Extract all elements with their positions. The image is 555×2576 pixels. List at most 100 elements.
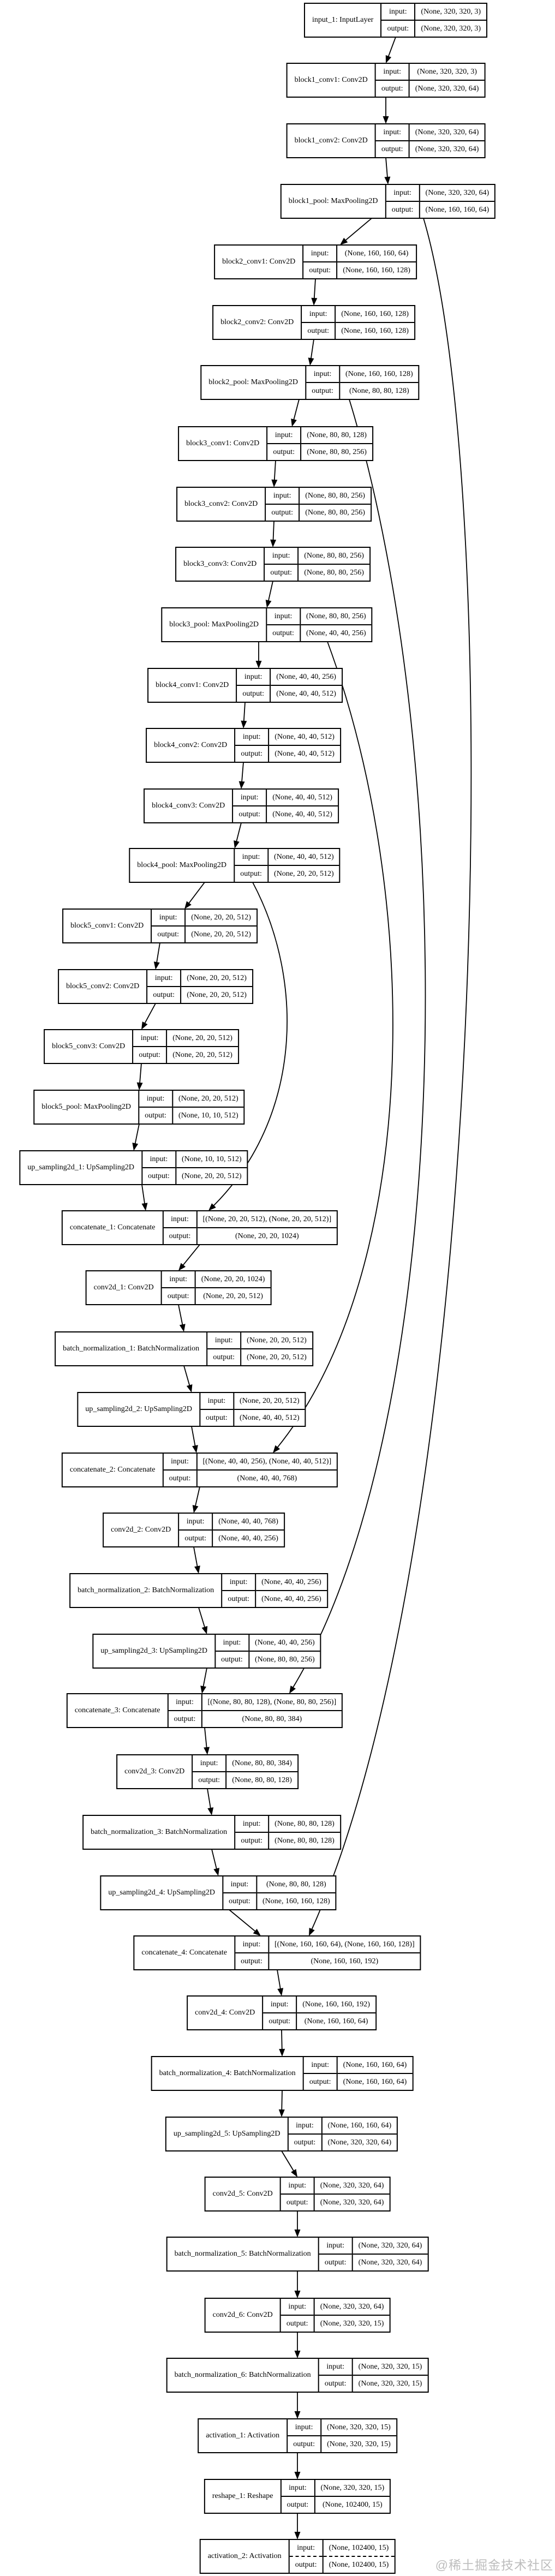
input-label: input: bbox=[176, 1698, 194, 1706]
input-shape: [(None, 20, 20, 512), (None, 20, 20, 512… bbox=[202, 1215, 332, 1223]
layer-node-batch_normalization_4: batch_normalization_4: BatchNormalizatio… bbox=[151, 2056, 414, 2091]
input-shape: (None, 40, 40, 512) bbox=[274, 852, 334, 861]
edge-block5_conv2-to-block5_conv3 bbox=[144, 1003, 156, 1024]
input-label: input: bbox=[326, 2241, 344, 2250]
output-shape: (None, 80, 80, 128) bbox=[340, 382, 419, 399]
io-label-column: input: output: bbox=[303, 246, 338, 278]
io-label-column: input: output: bbox=[163, 1211, 198, 1244]
io-label-column: input: output: bbox=[139, 1091, 174, 1123]
arrowhead-icon bbox=[273, 1445, 281, 1453]
shape-column: (None, 320, 320, 64) (None, 320, 320, 64… bbox=[353, 2238, 428, 2270]
layer-node-conv2d_5: conv2d_5: Conv2D input: output: (None, 3… bbox=[204, 2177, 391, 2212]
output-label: output: bbox=[193, 1771, 226, 1788]
input-shape: (None, 320, 320, 64) bbox=[415, 128, 479, 136]
output-shape: (None, 320, 320, 64) bbox=[409, 80, 485, 97]
shape-column: (None, 80, 80, 256) (None, 80, 80, 256) bbox=[299, 548, 369, 581]
input-shape: (None, 160, 160, 128) bbox=[341, 309, 409, 318]
shape-column: (None, 102400, 15) (None, 102400, 15) bbox=[323, 2540, 395, 2573]
io-label-column: input: output: bbox=[267, 608, 301, 641]
io-label-column: input: output: bbox=[281, 2299, 315, 2332]
input-shape: [(None, 80, 80, 128), (None, 80, 80, 256… bbox=[207, 1698, 337, 1706]
layer-name-label: block3_pool: MaxPooling2D bbox=[162, 608, 267, 641]
io-label-column: input: output: bbox=[288, 2118, 323, 2150]
arrowhead-icon bbox=[234, 840, 240, 848]
input-label: input: bbox=[150, 1155, 168, 1163]
edge-block4_conv3-to-block4_pool bbox=[236, 822, 242, 842]
edge-up_sampling2d_5-to-conv2d_5 bbox=[281, 2150, 295, 2172]
input-shape: (None, 320, 320, 3) bbox=[417, 67, 477, 76]
input-label: input: bbox=[242, 852, 260, 861]
io-label-column: input: output: bbox=[263, 1997, 297, 2029]
input-label: input: bbox=[295, 2423, 313, 2431]
input-shape: (None, 320, 320, 15) bbox=[320, 2483, 385, 2492]
output-label: output: bbox=[207, 1348, 241, 1365]
input-label: input: bbox=[223, 1638, 241, 1647]
arrowhead-icon bbox=[213, 1868, 220, 1876]
layer-node-block4_conv1: block4_conv1: Conv2D input: output: (Non… bbox=[147, 668, 343, 703]
io-label-column: input: output: bbox=[381, 4, 416, 37]
output-shape: (None, 320, 320, 64) bbox=[314, 2194, 390, 2210]
edge-block3_conv1-to-block3_conv2 bbox=[273, 460, 276, 481]
arrowhead-icon bbox=[311, 297, 318, 306]
layer-name-label: block1_conv2: Conv2D bbox=[288, 124, 376, 157]
shape-column: (None, 20, 20, 512) (None, 20, 20, 512) bbox=[241, 1332, 312, 1365]
shape-column: (None, 80, 80, 384) (None, 80, 80, 128) bbox=[226, 1755, 297, 1788]
output-label: output: bbox=[222, 1590, 255, 1607]
output-shape: (None, 160, 160, 64) bbox=[420, 201, 495, 218]
arrowhead-icon bbox=[291, 2169, 297, 2177]
input-shape: (None, 20, 20, 512) bbox=[191, 913, 251, 922]
layer-name-label: conv2d_6: Conv2D bbox=[206, 2299, 281, 2332]
edge-block4_pool-to-block5_conv1 bbox=[188, 882, 205, 904]
output-shape: (None, 160, 160, 64) bbox=[297, 2012, 375, 2029]
layer-name-label: block3_conv3: Conv2D bbox=[176, 548, 265, 581]
edge-block2_conv1-to-block2_conv2 bbox=[313, 278, 316, 300]
input-shape: (None, 160, 160, 64) bbox=[343, 2060, 407, 2069]
output-shape: (None, 40, 40, 512) bbox=[234, 1409, 305, 1426]
output-label: output: bbox=[386, 201, 419, 218]
output-shape: (None, 20, 20, 512) bbox=[195, 1287, 271, 1304]
input-label: input: bbox=[200, 1759, 218, 1767]
arrowhead-icon bbox=[141, 1021, 148, 1030]
input-label: input: bbox=[240, 793, 259, 802]
layer-node-block1_conv1: block1_conv1: Conv2D input: output: (Non… bbox=[286, 63, 486, 98]
output-shape: (None, 80, 80, 256) bbox=[301, 443, 372, 460]
arrowhead-icon bbox=[255, 661, 262, 668]
shape-column: (None, 40, 40, 512) (None, 40, 40, 512) bbox=[267, 790, 338, 822]
shape-column: (None, 80, 80, 128) (None, 160, 160, 128… bbox=[256, 1876, 336, 1909]
input-shape: (None, 80, 80, 384) bbox=[232, 1759, 292, 1767]
arrowhead-icon bbox=[179, 1324, 186, 1332]
edge-block2_pool-to-concatenate_3-skip bbox=[292, 399, 426, 1689]
input-shape: (None, 320, 320, 64) bbox=[320, 2181, 384, 2190]
layer-node-block3_pool: block3_pool: MaxPooling2D input: output:… bbox=[161, 607, 373, 642]
arrowhead-icon bbox=[178, 1263, 186, 1271]
output-label: output: bbox=[139, 1107, 172, 1123]
shape-column: (None, 320, 320, 64) (None, 320, 320, 64… bbox=[314, 2178, 390, 2210]
arrowhead-icon bbox=[207, 1807, 214, 1815]
layer-name-label: batch_normalization_6: BatchNormalizatio… bbox=[168, 2359, 319, 2392]
layer-name-label: block4_pool: MaxPooling2D bbox=[130, 849, 235, 882]
output-shape: (None, 160, 160, 128) bbox=[337, 261, 416, 278]
arrowhead-icon bbox=[294, 2291, 301, 2298]
input-shape: (None, 20, 20, 512) bbox=[187, 973, 247, 982]
edge-up_sampling2d_3-to-concatenate_3 bbox=[202, 1667, 207, 1688]
output-label: output: bbox=[281, 2315, 314, 2332]
arrowhead-icon bbox=[384, 176, 391, 184]
edge-block2_pool-to-block3_conv1 bbox=[293, 399, 300, 421]
output-shape: (None, 20, 20, 512) bbox=[167, 1046, 238, 1063]
layer-node-concatenate_2: concatenate_2: Concatenate input: output… bbox=[61, 1453, 338, 1487]
input-label: input: bbox=[297, 2543, 315, 2552]
layer-node-concatenate_1: concatenate_1: Concatenate input: output… bbox=[61, 1210, 338, 1245]
input-label: input: bbox=[230, 1880, 249, 1888]
arrowhead-icon bbox=[294, 2230, 301, 2237]
layer-node-up_sampling2d_2: up_sampling2d_2: UpSampling2D input: out… bbox=[77, 1392, 306, 1427]
shape-column: (None, 40, 40, 256) (None, 40, 40, 256) bbox=[256, 1574, 327, 1607]
edge-block3_conv2-to-block3_conv3 bbox=[272, 521, 274, 541]
input-label: input: bbox=[242, 732, 261, 741]
input-label: input: bbox=[214, 1336, 233, 1344]
input-label: input: bbox=[313, 369, 332, 378]
layer-name-label: conv2d_5: Conv2D bbox=[206, 2178, 281, 2210]
layer-node-conv2d_6: conv2d_6: Conv2D input: output: (None, 3… bbox=[204, 2298, 391, 2333]
layer-node-block3_conv1: block3_conv1: Conv2D input: output: (Non… bbox=[178, 426, 373, 461]
output-shape: (None, 40, 40, 512) bbox=[267, 805, 338, 822]
output-label: output: bbox=[215, 1651, 248, 1667]
